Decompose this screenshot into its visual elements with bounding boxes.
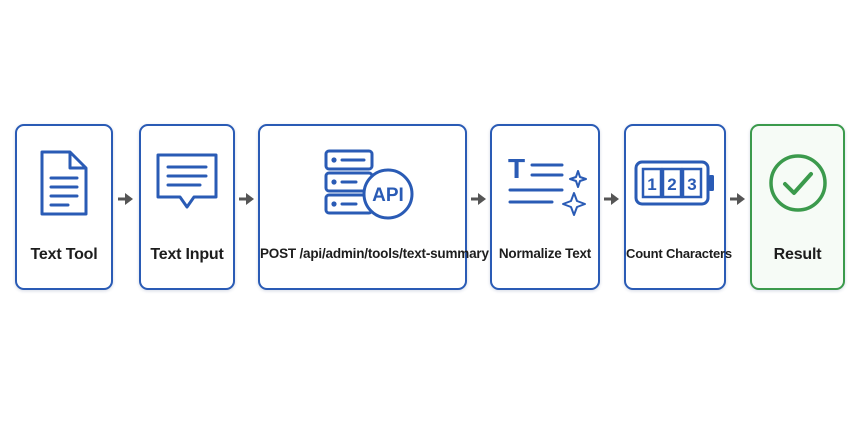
arrow-right-icon bbox=[730, 193, 745, 205]
document-icon bbox=[17, 148, 111, 218]
step-label: Text Input bbox=[150, 246, 224, 263]
api-server-icon: API bbox=[260, 148, 465, 220]
normalize-icon-text: T bbox=[508, 153, 525, 184]
step-label: Result bbox=[773, 246, 822, 263]
step-normalize-text[interactable]: T Normalize Text bbox=[490, 124, 600, 290]
step-result[interactable]: Result bbox=[750, 124, 845, 290]
step-label: Normalize Text bbox=[498, 246, 592, 261]
arrow-right-icon bbox=[239, 193, 254, 205]
step-text-tool[interactable]: Text Tool bbox=[15, 124, 113, 290]
arrow-right-icon bbox=[604, 193, 619, 205]
step-text-input[interactable]: Text Input bbox=[139, 124, 235, 290]
arrow-right-icon bbox=[118, 193, 133, 205]
step-label: Text Tool bbox=[30, 246, 98, 263]
text-input-icon bbox=[141, 148, 233, 218]
step-label: POST /api/admin/tools/text-summary bbox=[260, 246, 489, 261]
svg-text:1: 1 bbox=[647, 175, 656, 194]
arrow-right-icon bbox=[471, 193, 486, 205]
svg-text:2: 2 bbox=[667, 175, 676, 194]
step-label: Count Characters bbox=[626, 246, 732, 261]
api-icon-text: API bbox=[372, 185, 404, 206]
counter-icon: 1 2 3 bbox=[626, 148, 724, 218]
svg-text:3: 3 bbox=[687, 175, 696, 194]
normalize-text-icon: T bbox=[492, 148, 598, 218]
checkmark-icon bbox=[752, 148, 843, 218]
step-api-endpoint[interactable]: API POST /api/admin/tools/text-summary bbox=[258, 124, 489, 290]
step-count-characters[interactable]: 1 2 3 Count Characters bbox=[624, 124, 732, 290]
